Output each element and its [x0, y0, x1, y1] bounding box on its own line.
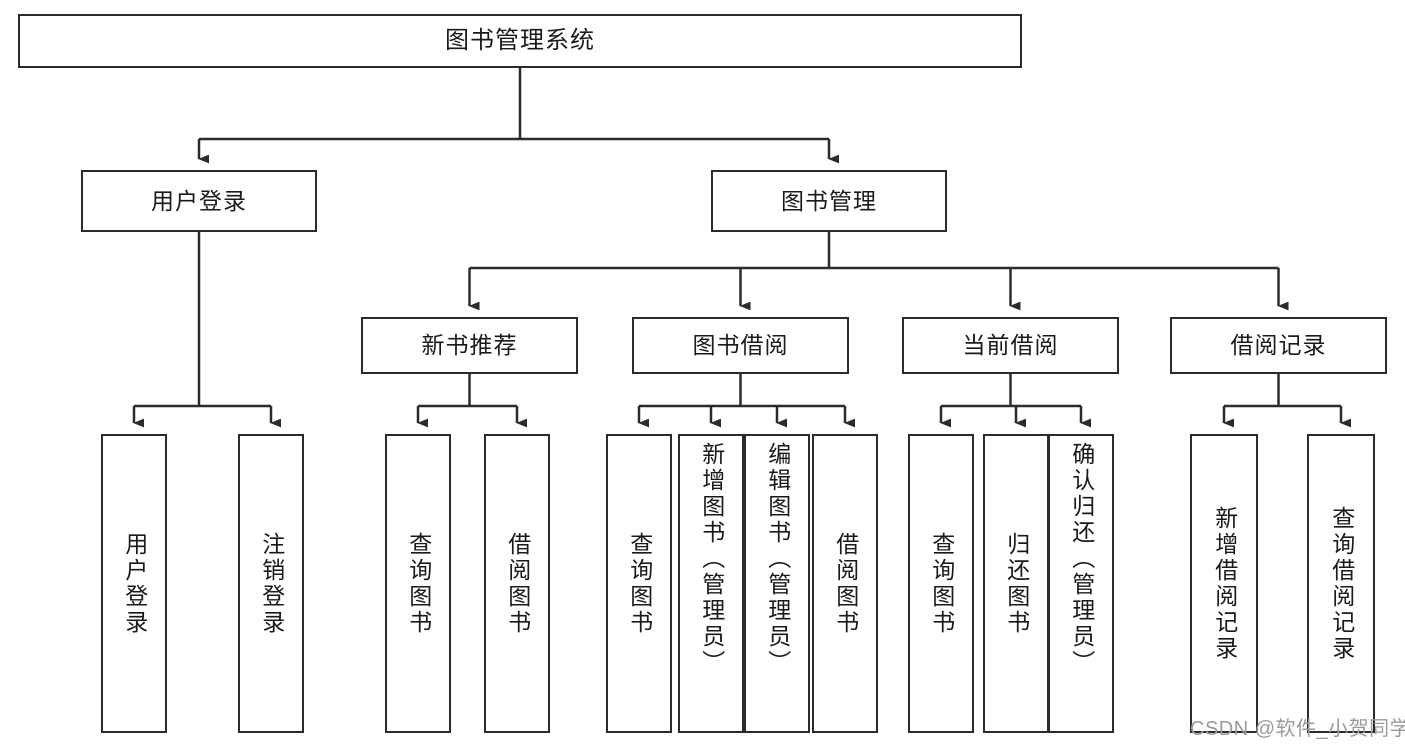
node-user-login[interactable]: 用户登录 [81, 170, 317, 232]
node-label-leaf-return-book: 归还图书 [1003, 531, 1030, 636]
node-label-leaf-add-book: 新增图书（管理员） [698, 442, 725, 676]
node-borrow-records[interactable]: 借阅记录 [1170, 317, 1387, 374]
node-root[interactable]: 图书管理系统 [18, 14, 1022, 68]
node-leaf-query-record[interactable]: 查询借阅记录 [1307, 434, 1375, 733]
node-label-leaf-borrow-book-2: 借阅图书 [832, 531, 859, 636]
node-label-new-book-recommend: 新书推荐 [421, 332, 518, 359]
node-label-book-manage: 图书管理 [781, 187, 877, 214]
node-leaf-query-book-2[interactable]: 查询图书 [606, 434, 672, 733]
node-leaf-logout[interactable]: 注销登录 [238, 434, 304, 733]
node-leaf-edit-book[interactable]: 编辑图书（管理员） [744, 434, 810, 733]
node-leaf-return-book[interactable]: 归还图书 [983, 434, 1049, 733]
node-label-borrow-records: 借阅记录 [1230, 332, 1327, 359]
node-label-book-borrow: 图书借阅 [692, 332, 789, 359]
node-leaf-borrow-book-1[interactable]: 借阅图书 [484, 434, 550, 733]
node-label-leaf-edit-book: 编辑图书（管理员） [764, 442, 791, 676]
node-leaf-query-book-3[interactable]: 查询图书 [908, 434, 974, 733]
node-leaf-borrow-book-2[interactable]: 借阅图书 [812, 434, 878, 733]
node-current-borrow[interactable]: 当前借阅 [902, 317, 1119, 374]
node-label-current-borrow: 当前借阅 [962, 332, 1059, 359]
node-label-leaf-query-book-3: 查询图书 [928, 531, 955, 636]
node-label-leaf-query-book-2: 查询图书 [626, 531, 653, 636]
node-label-leaf-confirm-return: 确认归还（管理员） [1068, 442, 1095, 676]
node-label-leaf-query-record: 查询借阅记录 [1328, 505, 1355, 662]
node-book-manage[interactable]: 图书管理 [711, 170, 947, 232]
node-label-leaf-logout: 注销登录 [258, 531, 285, 636]
node-label-leaf-add-record: 新增借阅记录 [1211, 505, 1238, 662]
node-leaf-add-book[interactable]: 新增图书（管理员） [678, 434, 744, 733]
node-label-leaf-user-login: 用户登录 [121, 531, 148, 636]
node-book-borrow[interactable]: 图书借阅 [632, 317, 849, 374]
node-new-book-recommend[interactable]: 新书推荐 [361, 317, 578, 374]
node-label-leaf-query-book-1: 查询图书 [405, 531, 432, 636]
node-leaf-query-book-1[interactable]: 查询图书 [385, 434, 451, 733]
node-leaf-user-login[interactable]: 用户登录 [101, 434, 167, 733]
node-label-root: 图书管理系统 [445, 27, 595, 54]
node-label-user-login: 用户登录 [151, 187, 247, 214]
node-label-leaf-borrow-book-1: 借阅图书 [504, 531, 531, 636]
csdn-watermark: CSDN @软件_小贺同学 [1190, 718, 1405, 740]
node-leaf-add-record[interactable]: 新增借阅记录 [1190, 434, 1258, 733]
node-leaf-confirm-return[interactable]: 确认归还（管理员） [1048, 434, 1114, 733]
